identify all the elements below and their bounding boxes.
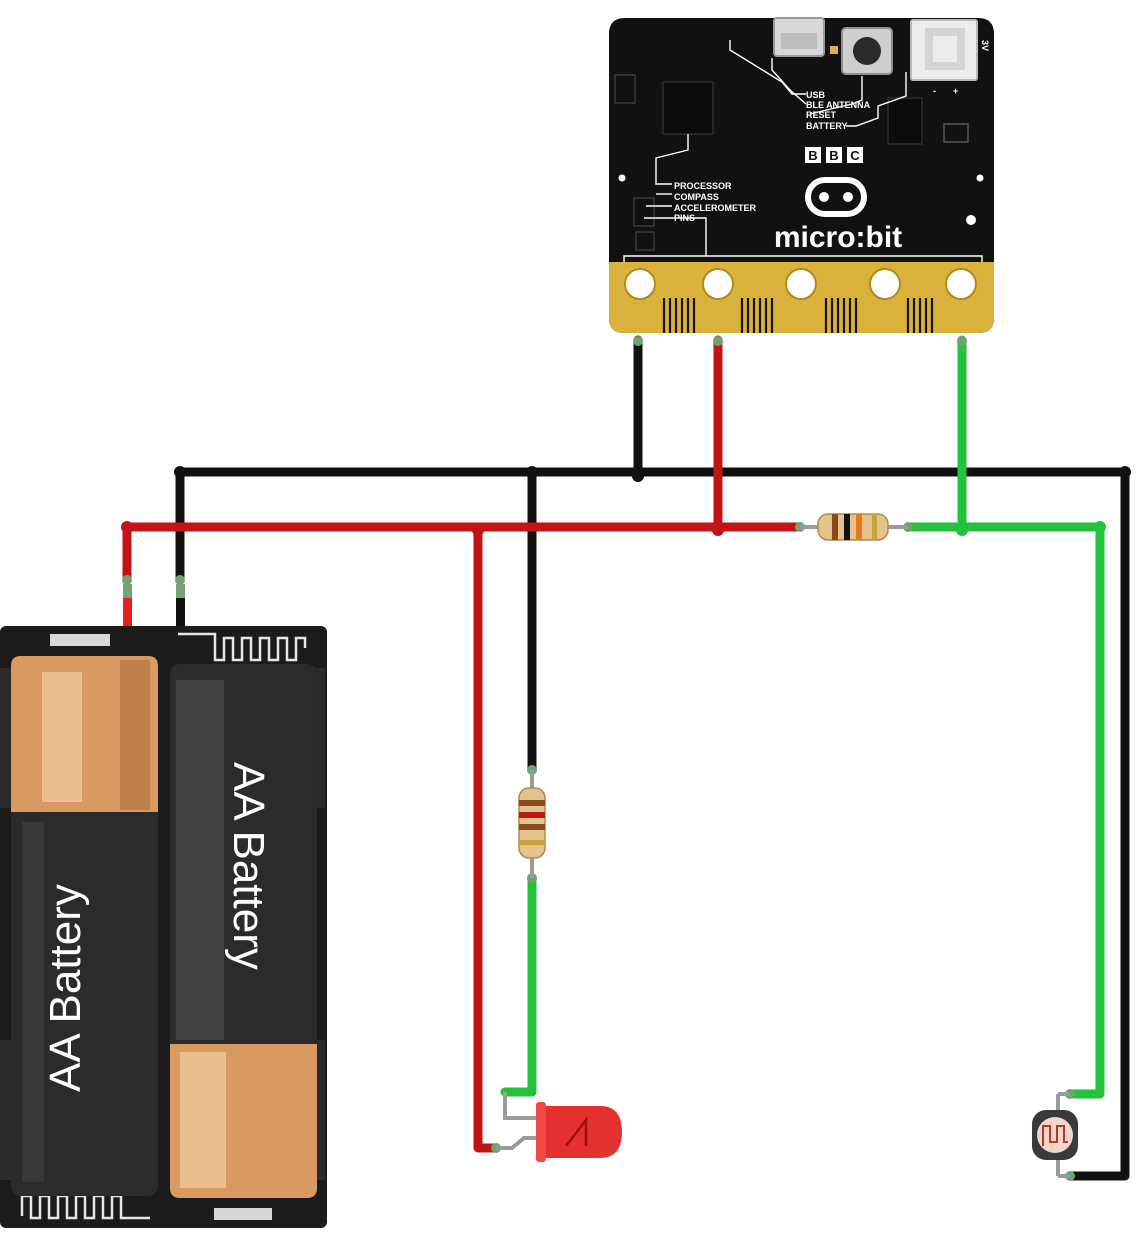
resistor-pull [800, 513, 908, 541]
bottom-spring [20, 1194, 150, 1220]
junction-dot [1119, 466, 1131, 478]
ground-wires [175, 335, 1130, 1181]
resistor-band [832, 514, 838, 540]
compass-chip [633, 197, 655, 227]
usb-opening [781, 33, 817, 49]
gnd-hole [945, 268, 977, 300]
microbit-board: 3V - + USB BLE ANTENNA RESET BATTERY PRO… [609, 17, 994, 333]
voltage-label: 3V [980, 40, 990, 51]
junction-dot [121, 521, 133, 533]
reset-label: RESET [806, 110, 837, 120]
battery-plus-label: + [953, 86, 958, 96]
right-cell-label: AA Battery [224, 762, 273, 970]
signal-wire-led [500, 873, 537, 1097]
junction-dot [632, 470, 644, 482]
processor-label: PROCESSOR [674, 181, 732, 191]
usb-label: USB [806, 90, 826, 100]
compass-label: COMPASS [674, 192, 719, 202]
endpoint-dot [175, 575, 185, 585]
face-logo-eye-left [819, 192, 829, 202]
face-logo-eye-right [843, 192, 853, 202]
junction-dot [956, 524, 968, 536]
light-sensor-ldr [1032, 1092, 1078, 1178]
resistor-band [872, 514, 877, 540]
battery-pack: AA Battery AA Battery [0, 626, 327, 1228]
junction-dot [712, 524, 724, 536]
led-anode-lead [503, 1092, 540, 1120]
status-led [830, 46, 838, 54]
left-cell-label: AA Battery [41, 884, 90, 1092]
mounting-dot [966, 215, 976, 225]
resistor-band [519, 840, 545, 845]
power-wires [122, 335, 805, 1153]
resistor-band [519, 812, 545, 818]
battery-leads [123, 584, 185, 626]
edge-pins [621, 262, 981, 312]
led-die [565, 1116, 588, 1147]
bottom-terminal-plate [214, 1208, 272, 1220]
led-body [540, 1106, 622, 1158]
battery-connector-slot [925, 28, 965, 70]
resistor-body [817, 513, 889, 541]
resistor-body [518, 787, 546, 859]
battery-cell-left: AA Battery [11, 656, 158, 1196]
small-chip [943, 123, 969, 143]
ldr-trace [1042, 1125, 1068, 1146]
holder-clip [0, 668, 14, 808]
endpoint-dot [122, 575, 132, 585]
top-terminal-plate [50, 634, 110, 646]
led-cathode-lead [496, 1136, 540, 1150]
endpoint-dot [713, 336, 723, 346]
power-wire-led [473, 522, 501, 1153]
junction-dot [174, 466, 186, 478]
pin-1-hole [702, 268, 734, 300]
junction-dot [472, 524, 484, 536]
bbc-b2: B [829, 148, 838, 163]
signal-wire-resistor-ldr [903, 522, 1105, 1099]
resistor-led [518, 770, 546, 878]
pins-bracket [623, 255, 983, 262]
junction-dot [526, 466, 538, 478]
reset-button [853, 37, 881, 65]
resistor-band [856, 514, 862, 540]
endpoint-dot [957, 336, 967, 346]
3v-hole [869, 268, 901, 300]
pin-0-hole [624, 268, 656, 300]
accelerometer-label: ACCELEROMETER [674, 203, 757, 213]
battery-cell-right: AA Battery [170, 664, 317, 1198]
red-led [496, 1092, 622, 1162]
battery-label: BATTERY [806, 121, 848, 131]
resistor-band [519, 800, 545, 806]
mounting-dot [618, 174, 626, 182]
connector-teeth [662, 298, 934, 333]
resistor-band [519, 824, 545, 830]
top-spring [178, 632, 307, 662]
resistor-band [844, 514, 850, 540]
bbc-logo: B B C [805, 147, 863, 163]
holder-clip [0, 1040, 14, 1180]
wires [121, 335, 1131, 1181]
callout-lines [644, 40, 907, 256]
regulator-chip [887, 97, 923, 145]
battery-minus-label: - [933, 86, 936, 96]
ground-wire-ldr [1065, 467, 1130, 1181]
microbit-wordmark: micro:bit [774, 221, 902, 254]
mounting-dot [976, 174, 984, 182]
ble-antenna-label: BLE ANTENNA [806, 100, 871, 110]
pin-2-hole-left [785, 268, 817, 300]
junction-dot [1094, 521, 1106, 533]
antenna-outline [614, 74, 636, 104]
bbc-b1: B [808, 148, 817, 163]
microbit-face-logo [805, 177, 867, 217]
bbc-c: C [850, 148, 860, 163]
led-rim [536, 1102, 546, 1162]
accelerometer-chip [635, 231, 655, 251]
wire-junctions [121, 466, 1131, 536]
pins-label: PINS [674, 213, 695, 223]
endpoint-dot [633, 336, 643, 346]
processor-chip [662, 81, 714, 135]
signal-wires [500, 335, 1105, 1099]
